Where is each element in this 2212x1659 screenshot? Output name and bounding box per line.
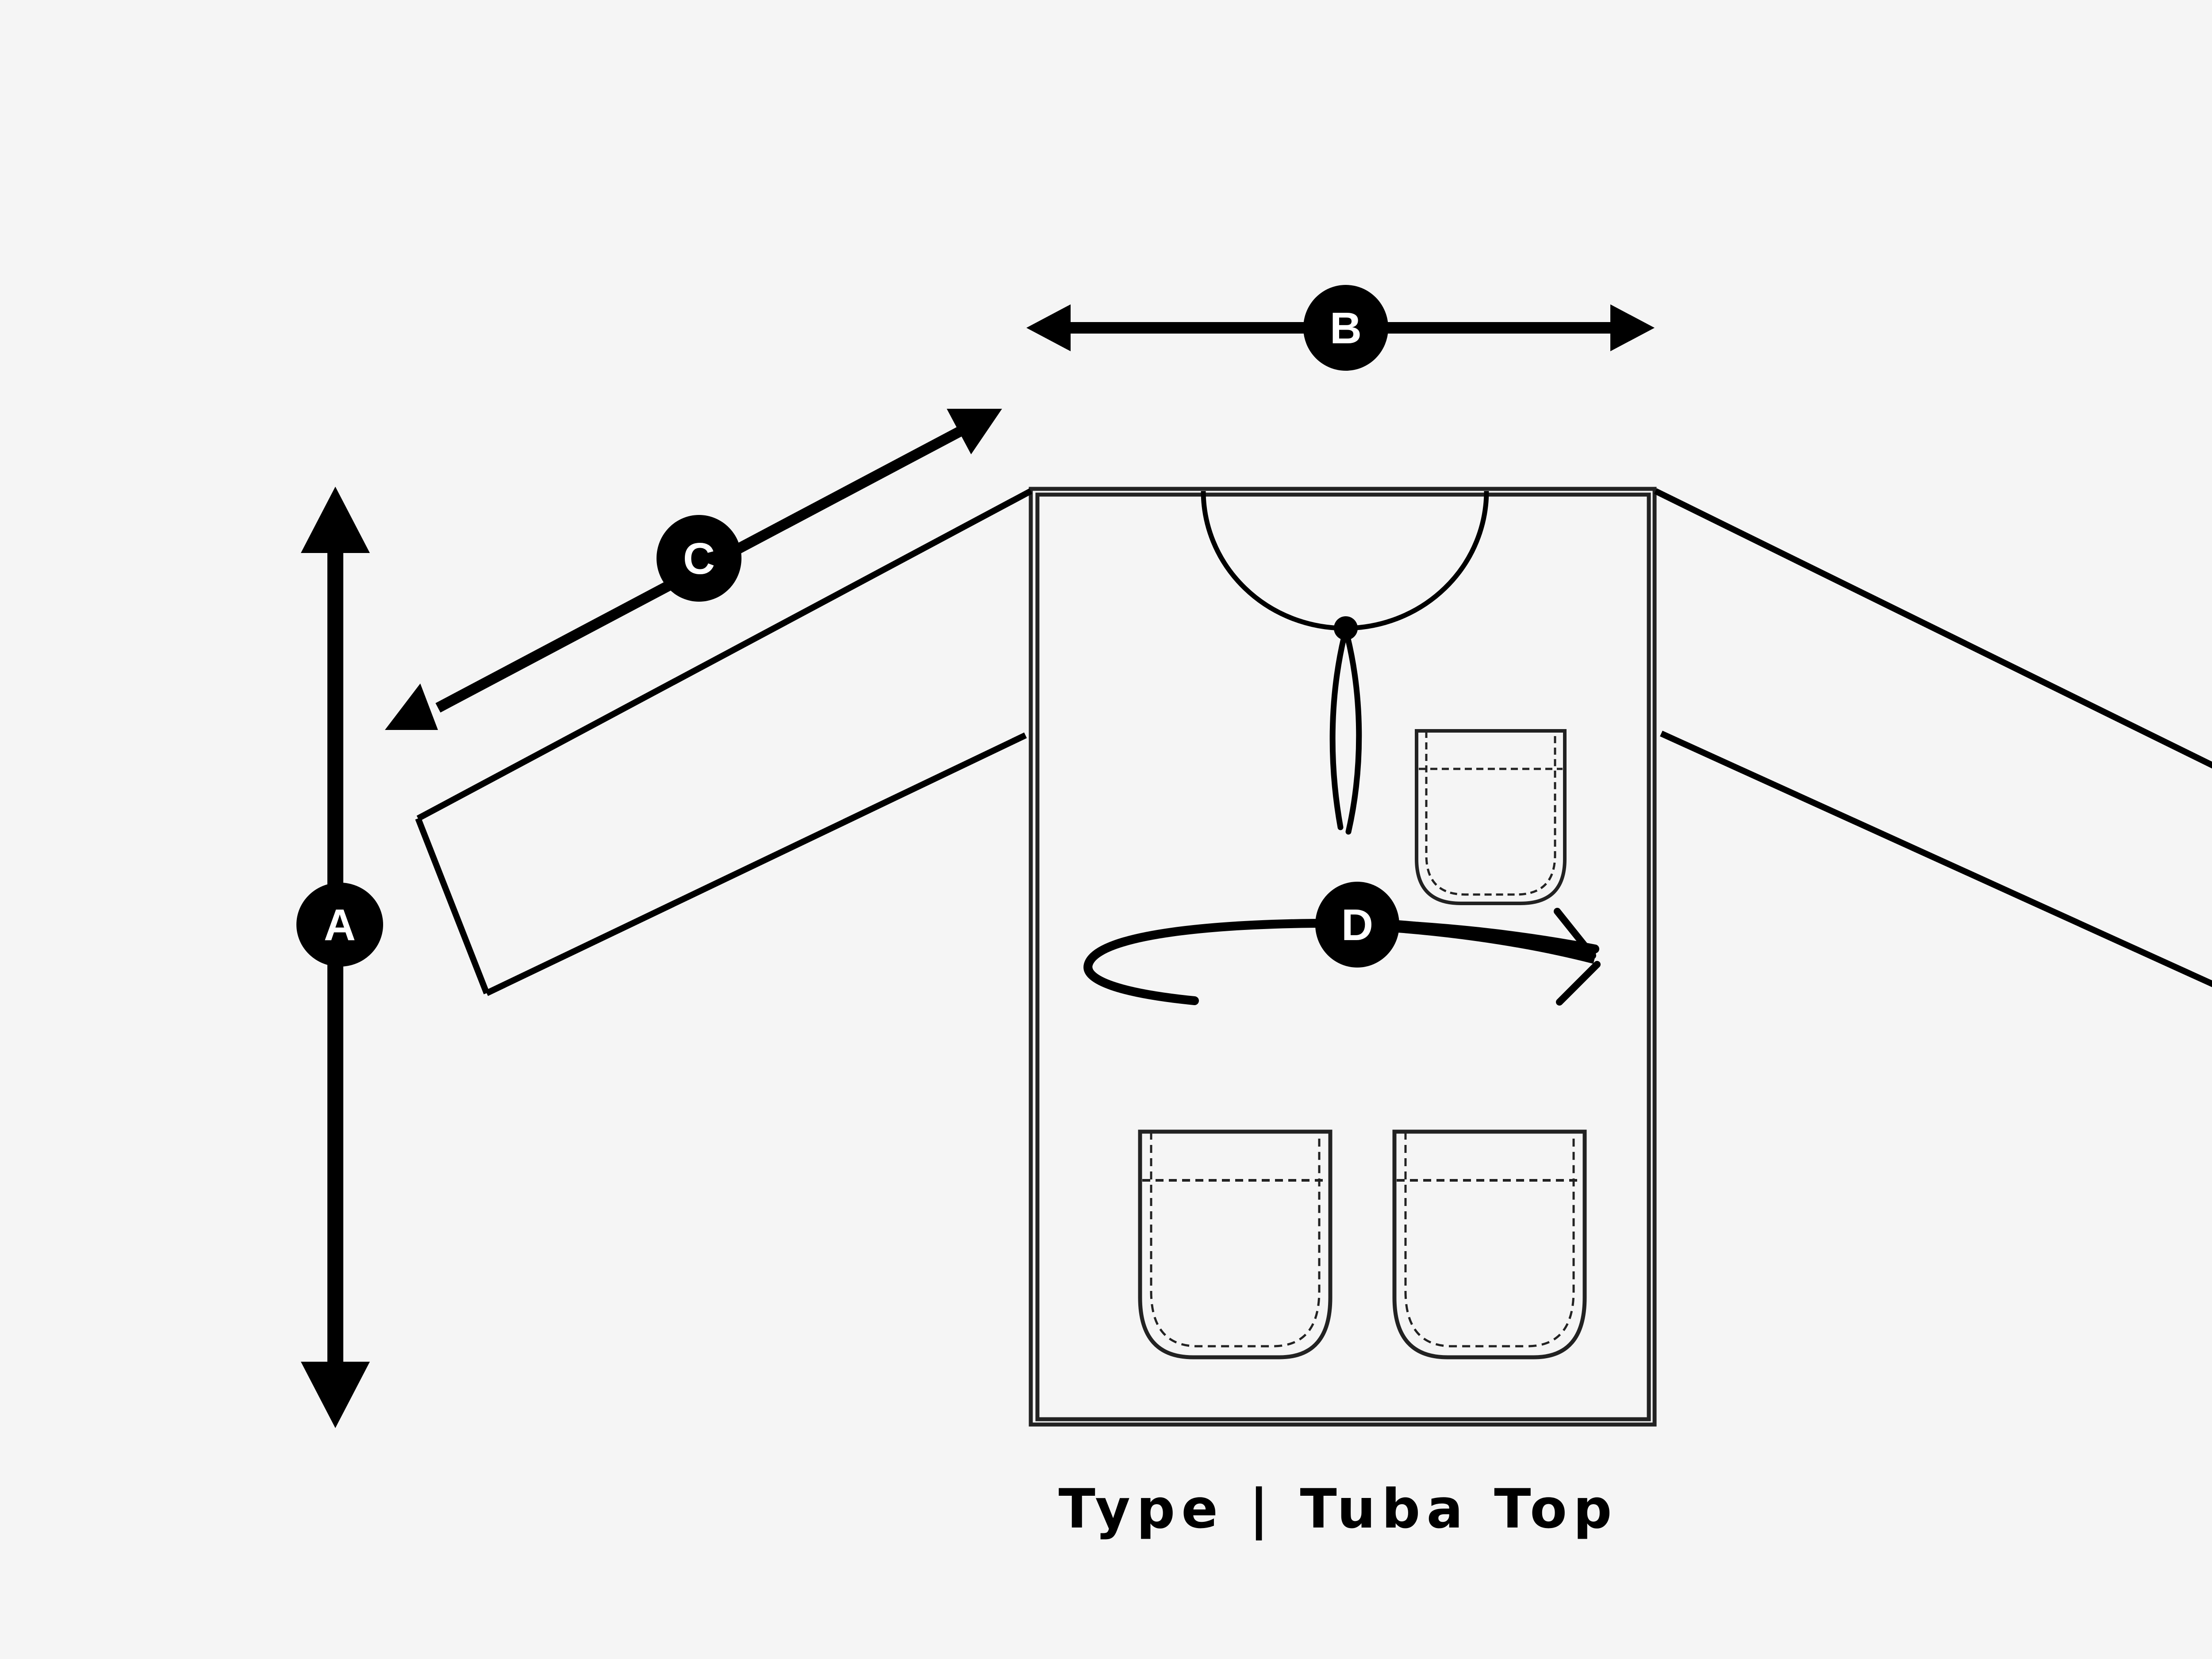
- measurement-d-badge: [1315, 882, 1399, 968]
- chest-pocket: [1417, 731, 1565, 903]
- diagram-caption: Type | Tuba Top: [1058, 1478, 1618, 1540]
- measurement-c-label: C: [683, 534, 715, 584]
- lower-left-pocket: [1140, 1132, 1330, 1357]
- tie-icon: [1329, 616, 1362, 835]
- measurement-a-arrow: A: [296, 487, 383, 1428]
- measurement-c-arrow: C: [385, 409, 1002, 730]
- measurement-d-arrow: D: [1083, 882, 1601, 1006]
- left-sleeve: [415, 488, 1033, 996]
- measurement-d-label: D: [1341, 900, 1373, 950]
- measurement-a-badge: [296, 883, 383, 967]
- neckline: [1201, 491, 1489, 631]
- measurement-c-badge: [657, 515, 741, 602]
- measurement-b-label: B: [1330, 303, 1362, 353]
- measurement-b-arrow: B: [1026, 285, 1655, 371]
- measurement-b-badge: [1303, 285, 1388, 371]
- right-sleeve: [1654, 488, 2212, 987]
- garment-body: [1029, 487, 1657, 1427]
- measurement-a-label: A: [324, 900, 356, 950]
- lower-right-pocket: [1394, 1132, 1585, 1357]
